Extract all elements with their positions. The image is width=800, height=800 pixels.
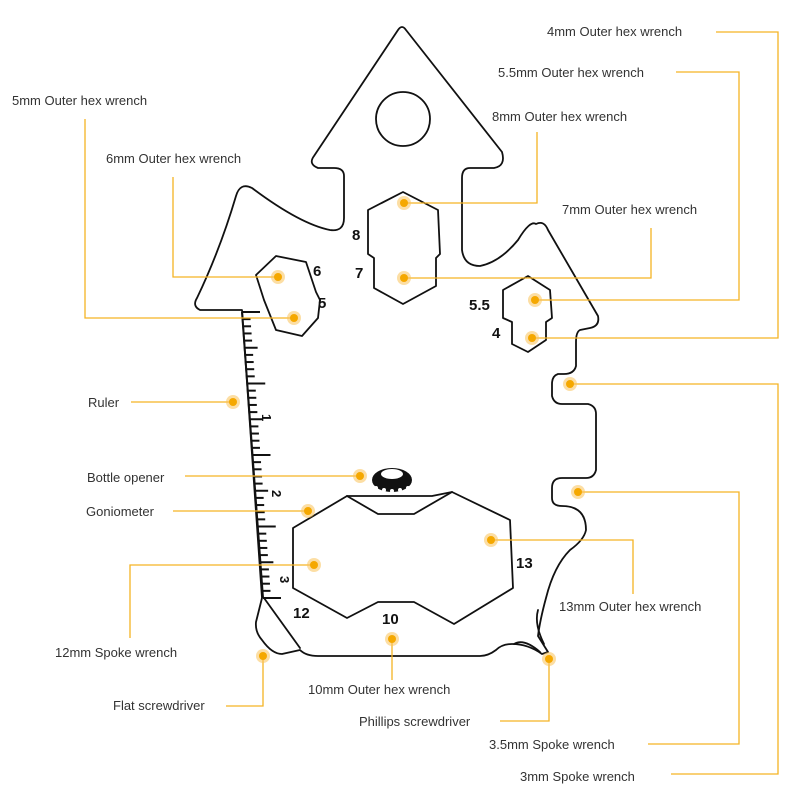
callout-dot-5-5mm [528,293,542,307]
label-goniometer: Goniometer [86,504,155,519]
size-mark-13: 13 [516,555,533,572]
leader-13mm [491,539,634,594]
label-3mm-spoke: 3mm Spoke wrench [520,769,635,784]
ruler-edge [241,311,264,599]
leader-3-5mm-spoke [578,491,740,745]
size-mark-5: 5 [318,295,326,312]
leader-5-5mm [535,71,740,301]
tool-outline [194,26,600,657]
size-mark-8: 8 [352,227,360,244]
callout-dots [226,196,585,666]
tool-body-outline [194,26,600,657]
flat-screwdriver-edge [263,597,301,649]
leader-5mm [84,119,294,319]
callout-labels: 4mm Outer hex wrench 5.5mm Outer hex wre… [12,24,701,784]
hex-5-5-4-cutout [502,275,553,353]
size-mark-10: 10 [382,611,399,628]
callout-dot-goniometer [301,504,315,518]
label-5-5mm-outer-hex: 5.5mm Outer hex wrench [498,65,644,80]
leader-phillips [500,659,550,722]
phillips-screwdriver-edge [513,609,545,653]
label-4mm-outer-hex: 4mm Outer hex wrench [547,24,682,39]
size-marks: 8 7 6 5 5.5 4 13 12 10 [293,227,533,628]
leader-flat [226,656,264,707]
size-mark-4: 4 [492,325,501,342]
callout-dot-ruler [226,395,240,409]
callout-dot-5mm [287,311,301,325]
callout-dot-7mm [397,271,411,285]
label-7mm-outer-hex: 7mm Outer hex wrench [562,202,697,217]
hex-12-13-10-cutout [292,491,514,625]
label-flat-screwdriver: Flat screwdriver [113,698,205,713]
label-12mm-spoke: 12mm Spoke wrench [55,645,177,660]
size-mark-5-5: 5.5 [469,297,490,314]
leader-7mm [404,228,652,279]
callout-dot-6mm [271,270,285,284]
callout-dot-10mm [385,632,399,646]
ruler-mark-3: 3 [277,576,292,583]
label-10mm-outer-hex: 10mm Outer hex wrench [308,682,450,697]
label-6mm-outer-hex: 6mm Outer hex wrench [106,151,241,166]
leader-6mm [172,177,278,278]
goniometer-notch [346,491,453,515]
ruler-mark-1: 1 [259,414,274,421]
label-13mm-outer-hex: 13mm Outer hex wrench [559,599,701,614]
leader-4mm [532,31,779,339]
callout-dot-3mm-spoke [563,377,577,391]
hex-6-5-cutout [255,255,321,337]
ruler-mark-2: 2 [269,490,284,497]
label-ruler: Ruler [88,395,120,410]
callout-dot-3-5mm-spoke [571,485,585,499]
size-mark-7: 7 [355,265,363,282]
bottle-cap-icon [372,468,412,493]
callout-dot-13mm [484,533,498,547]
leader-lines [84,31,779,775]
callout-dot-phillips-screwdriver [542,652,556,666]
size-mark-6: 6 [313,263,321,280]
callout-dot-8mm [397,196,411,210]
leader-3mm-spoke [570,383,779,775]
size-mark-12: 12 [293,605,310,622]
leader-12mm-spoke [129,564,314,638]
label-bottle-opener: Bottle opener [87,470,165,485]
label-5mm-outer-hex: 5mm Outer hex wrench [12,93,147,108]
callout-dot-bottle-opener [353,469,367,483]
label-8mm-outer-hex: 8mm Outer hex wrench [492,109,627,124]
label-3-5mm-spoke: 3.5mm Spoke wrench [489,737,615,752]
hanging-hole [375,91,431,147]
leader-8mm [404,132,538,204]
callout-dot-4mm [525,331,539,345]
callout-dot-flat-screwdriver [256,649,270,663]
ruler-ticks [241,311,281,599]
ruler-numbers: 1 2 3 [259,414,292,583]
label-phillips-screwdriver: Phillips screwdriver [359,714,471,729]
hex-8-7-cutout [367,191,441,305]
callout-dot-12mm-spoke [307,558,321,572]
